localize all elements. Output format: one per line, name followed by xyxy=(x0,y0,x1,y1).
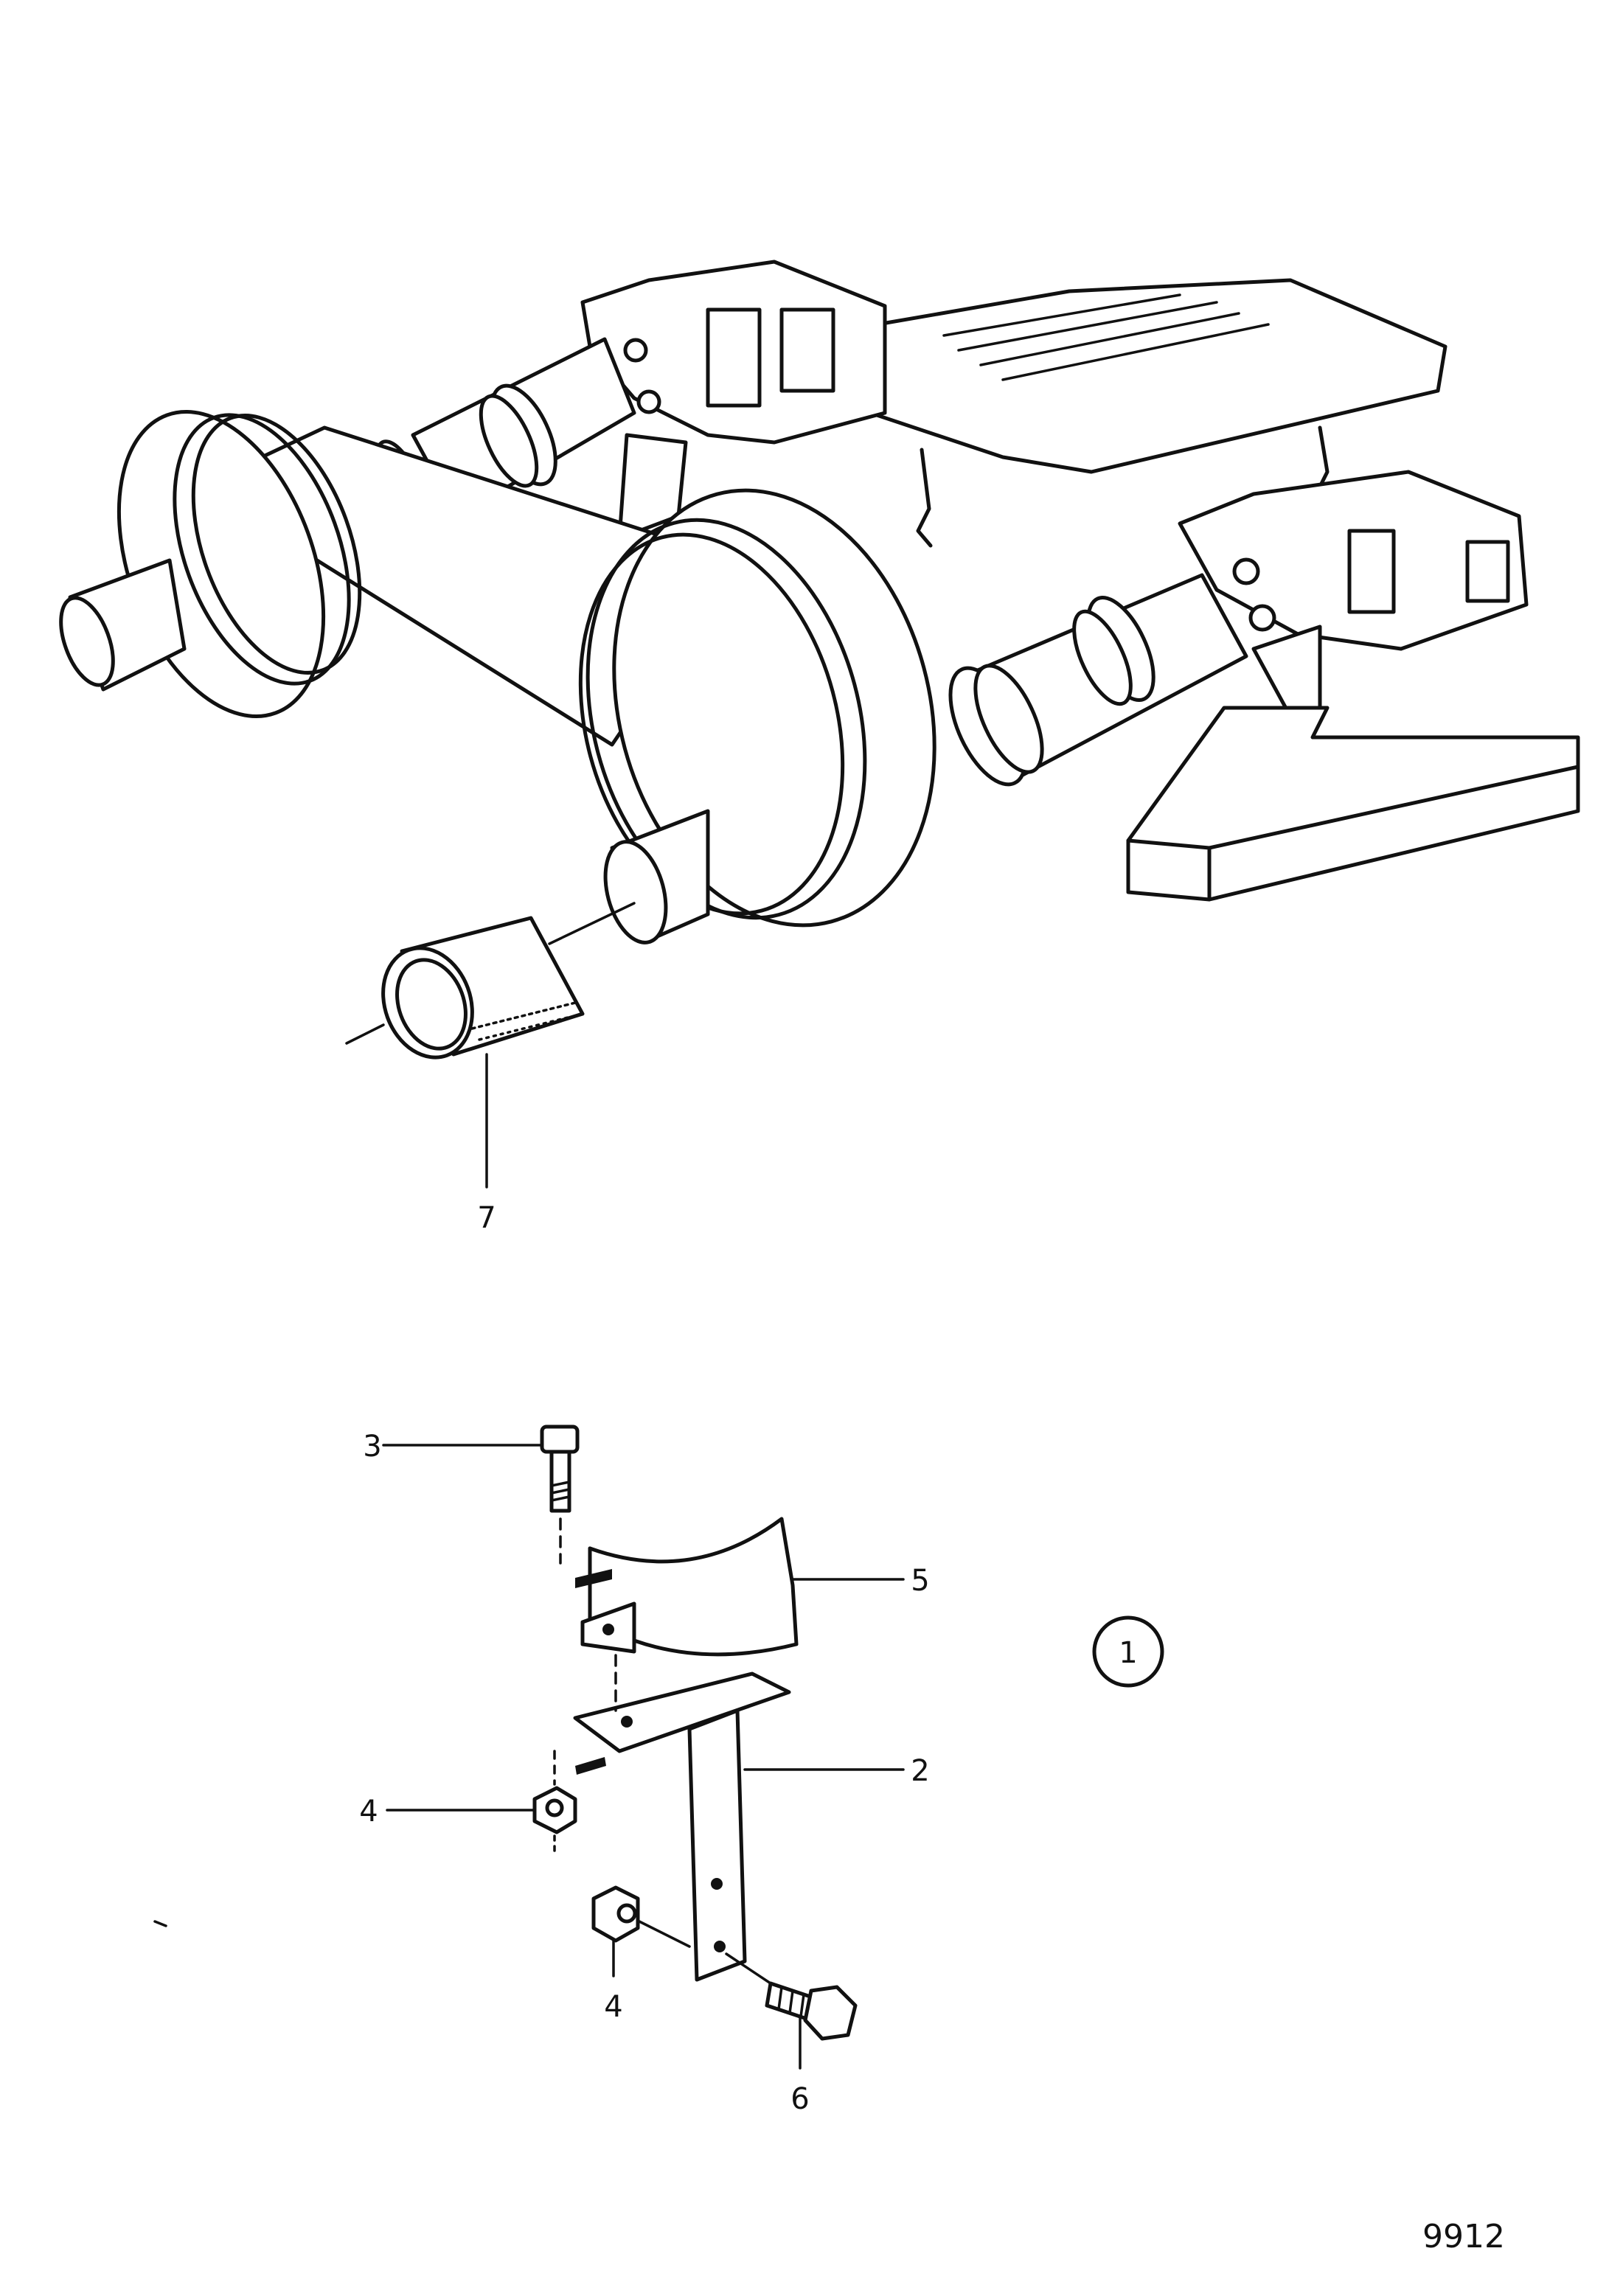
bracket-2 xyxy=(573,1654,791,1982)
callout-3: 3 xyxy=(363,1430,381,1464)
figure-number: 9912 xyxy=(1422,2218,1505,2255)
bolt-6 xyxy=(725,1952,858,2070)
saddle-cradle-5 xyxy=(575,1517,799,1657)
callout-4-lower: 4 xyxy=(604,1990,622,2024)
callout-2: 2 xyxy=(911,1754,929,1788)
reference-circle: 1 xyxy=(1092,1615,1164,1688)
bracket-kit xyxy=(153,1424,905,2070)
nut-4-upper xyxy=(532,1750,577,1852)
muffler-right xyxy=(578,488,936,945)
muffler-left xyxy=(59,409,740,747)
exhaust-elbow-lower xyxy=(1126,470,1580,902)
exhaust-pipe-lower xyxy=(948,573,1248,787)
callout-4-upper: 4 xyxy=(359,1795,378,1829)
reference-number: 1 xyxy=(1119,1636,1137,1670)
callout-6: 6 xyxy=(790,2082,809,2116)
engine-exhaust-assembly xyxy=(59,260,1580,1189)
bolt-3 xyxy=(540,1424,580,1565)
tail-hose xyxy=(345,902,636,1060)
callout-5: 5 xyxy=(911,1564,929,1598)
nut-4-lower xyxy=(591,1885,691,1948)
callout-7: 7 xyxy=(477,1201,496,1235)
engine-block xyxy=(824,278,1448,548)
